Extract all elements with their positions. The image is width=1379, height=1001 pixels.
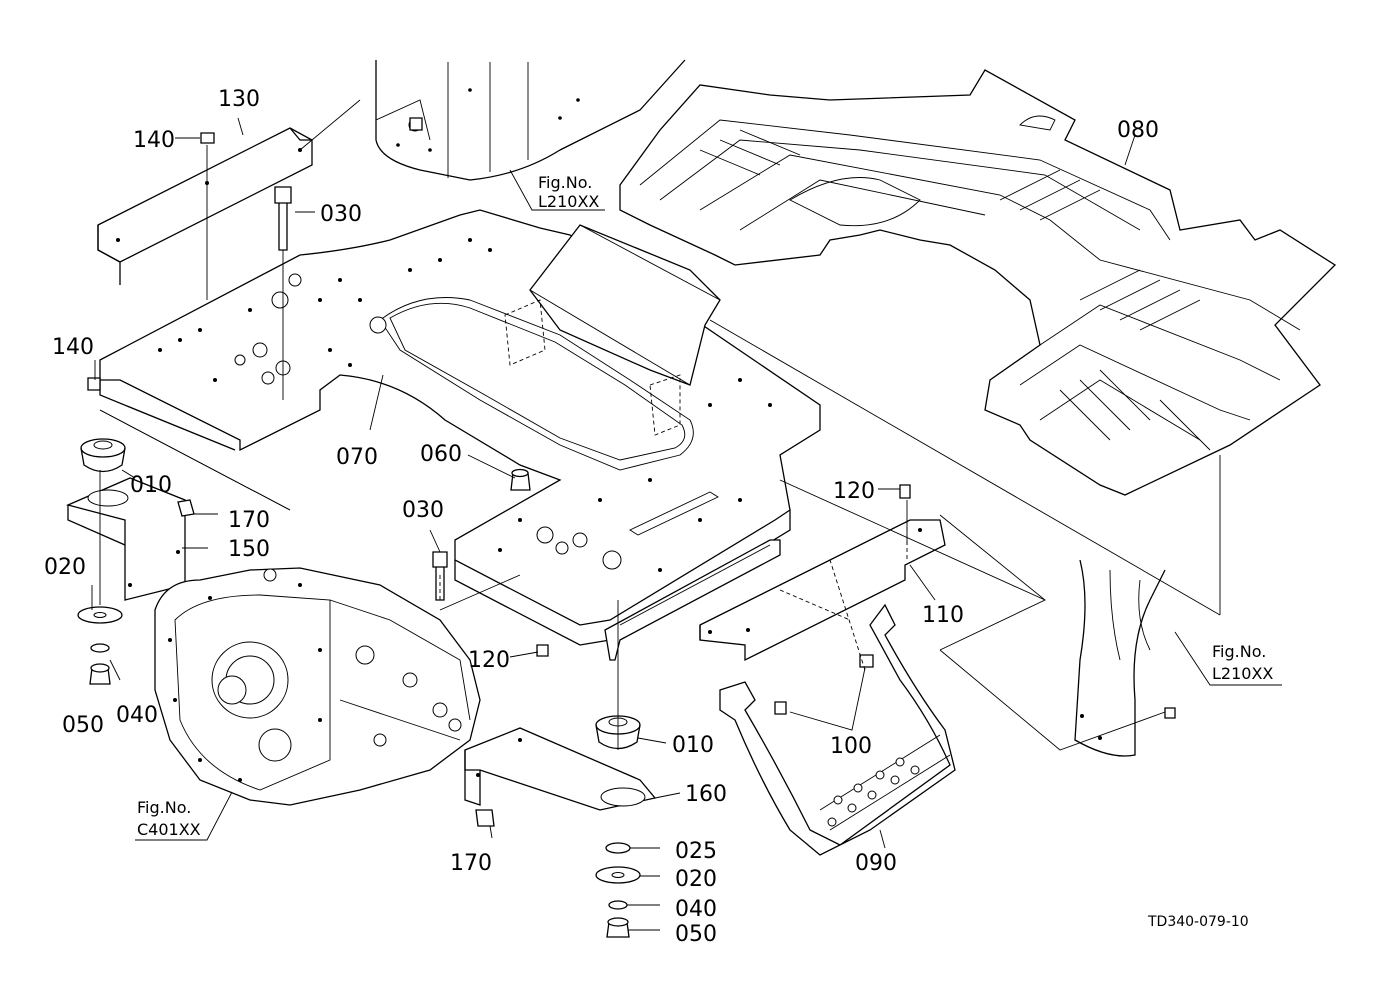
label-160: 160 [685, 782, 727, 807]
part-150-mount-bracket [66, 477, 186, 601]
ref-right-line1: Fig.No. [1212, 642, 1266, 661]
part-130-cover-bracket [97, 127, 313, 285]
ref-left-line1: Fig.No. [137, 798, 191, 817]
label-090: 090 [855, 851, 897, 876]
part-110-side-rail [699, 519, 946, 662]
label-140-left: 140 [52, 335, 94, 360]
label-020-right: 020 [675, 867, 717, 892]
ref-top-line1: Fig.No. [538, 173, 592, 192]
label-010-left: 010 [130, 473, 172, 498]
label-130: 130 [218, 87, 260, 112]
hardware-right-stack [510, 468, 641, 938]
drawing-id: TD340-079-10 [1147, 914, 1249, 930]
part-number-labels: 130 140 030 140 070 060 010 170 150 020 … [44, 87, 1159, 947]
housing-bolts [168, 583, 322, 782]
label-120-right: 120 [833, 479, 875, 504]
label-140-top: 140 [133, 128, 175, 153]
label-080: 080 [1117, 118, 1159, 143]
label-010-right: 010 [672, 733, 714, 758]
label-120-left: 120 [468, 648, 510, 673]
step-holes [827, 757, 920, 827]
label-050-right: 050 [675, 922, 717, 947]
label-170-top: 170 [228, 508, 270, 533]
center-hump-box [504, 224, 721, 436]
label-110: 110 [922, 603, 964, 628]
plate-side-rail [604, 539, 781, 661]
label-100: 100 [830, 734, 872, 759]
mat-ribs [699, 129, 1211, 451]
plate-bolt-holes [158, 238, 772, 572]
label-025: 025 [675, 839, 717, 864]
label-150: 150 [228, 537, 270, 562]
label-030-top: 030 [320, 202, 362, 227]
label-030-mid: 030 [402, 498, 444, 523]
label-020-left: 020 [44, 555, 86, 580]
leader-lines [91, 99, 1282, 931]
part-080-floor-mat [619, 69, 1337, 496]
figure-references: Fig.No. L210XX Fig.No. L210XX Fig.No. C4… [137, 173, 1273, 839]
label-040-right: 040 [675, 897, 717, 922]
ref-top-line2: L210XX [538, 192, 599, 211]
part-160-mount-bracket [464, 727, 657, 811]
label-070: 070 [336, 445, 378, 470]
hardware-left-stack [77, 438, 126, 685]
label-050-left: 050 [62, 713, 104, 738]
ref-right-line2: L210XX [1212, 664, 1273, 683]
transmission-housing [154, 567, 481, 806]
label-170-bottom: 170 [450, 851, 492, 876]
fender-reference-body [1074, 559, 1166, 757]
label-040-left: 040 [116, 703, 158, 728]
part-090-step [719, 603, 956, 856]
label-060: 060 [420, 442, 462, 467]
ref-left-line2: C401XX [137, 820, 201, 839]
